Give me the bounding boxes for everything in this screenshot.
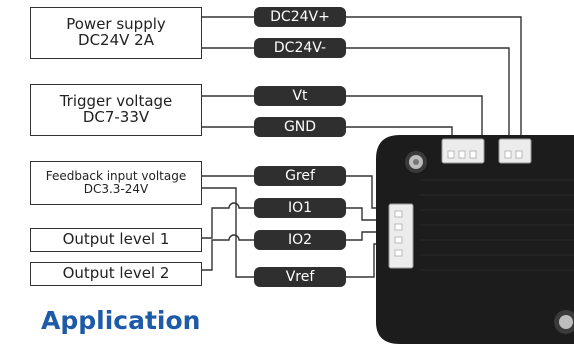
wire-feedback-to-vref [202,187,254,278]
power-connector [498,138,532,164]
output-level-1-box: Output level 1 [30,228,202,252]
wire-output2-to-io2 [202,234,254,271]
wire-output1-to-io1 [202,202,254,239]
wire-vt-to-connector [346,95,483,139]
output-level-2-label: Output level 2 [62,264,170,283]
pin-gref: Gref [254,166,346,186]
trigger-connector [441,138,485,164]
power-supply-spec: DC24V 2A [78,31,154,49]
power-supply-label: Power supply [66,15,166,34]
pin-dc24v-minus: DC24V- [254,38,346,58]
output-level-1-label: Output level 1 [62,230,170,249]
pin-vt: Vt [254,86,346,106]
feedback-input-spec: DC3.3-24V [83,182,149,196]
pin-vref: Vref [254,267,346,287]
screw-icon [405,151,427,173]
output-level-2-box: Output level 2 [30,262,202,286]
feedback-input-box: Feedback input voltage DC3.3-24V [30,161,202,205]
trigger-voltage-box: Trigger voltage DC7-33V [30,84,202,136]
pin-gnd: GND [254,117,346,137]
wire-dc24v-minus-to-connector [346,47,510,139]
pin-io1: IO1 [254,198,346,218]
trigger-voltage-spec: DC7-33V [82,108,150,126]
io-connector [388,203,414,269]
feedback-input-label: Feedback input voltage [45,169,187,184]
wire-dc24v-plus-to-connector [346,16,522,139]
pin-io2: IO2 [254,230,346,250]
pin-dc24v-plus: DC24V+ [254,7,346,27]
trigger-voltage-label: Trigger voltage [59,92,173,111]
power-supply-box: Power supply DC24V 2A [30,7,202,59]
section-title: Application [41,306,201,335]
wire-io2-to-connector [346,231,389,241]
wire-io1-to-connector [346,207,389,221]
